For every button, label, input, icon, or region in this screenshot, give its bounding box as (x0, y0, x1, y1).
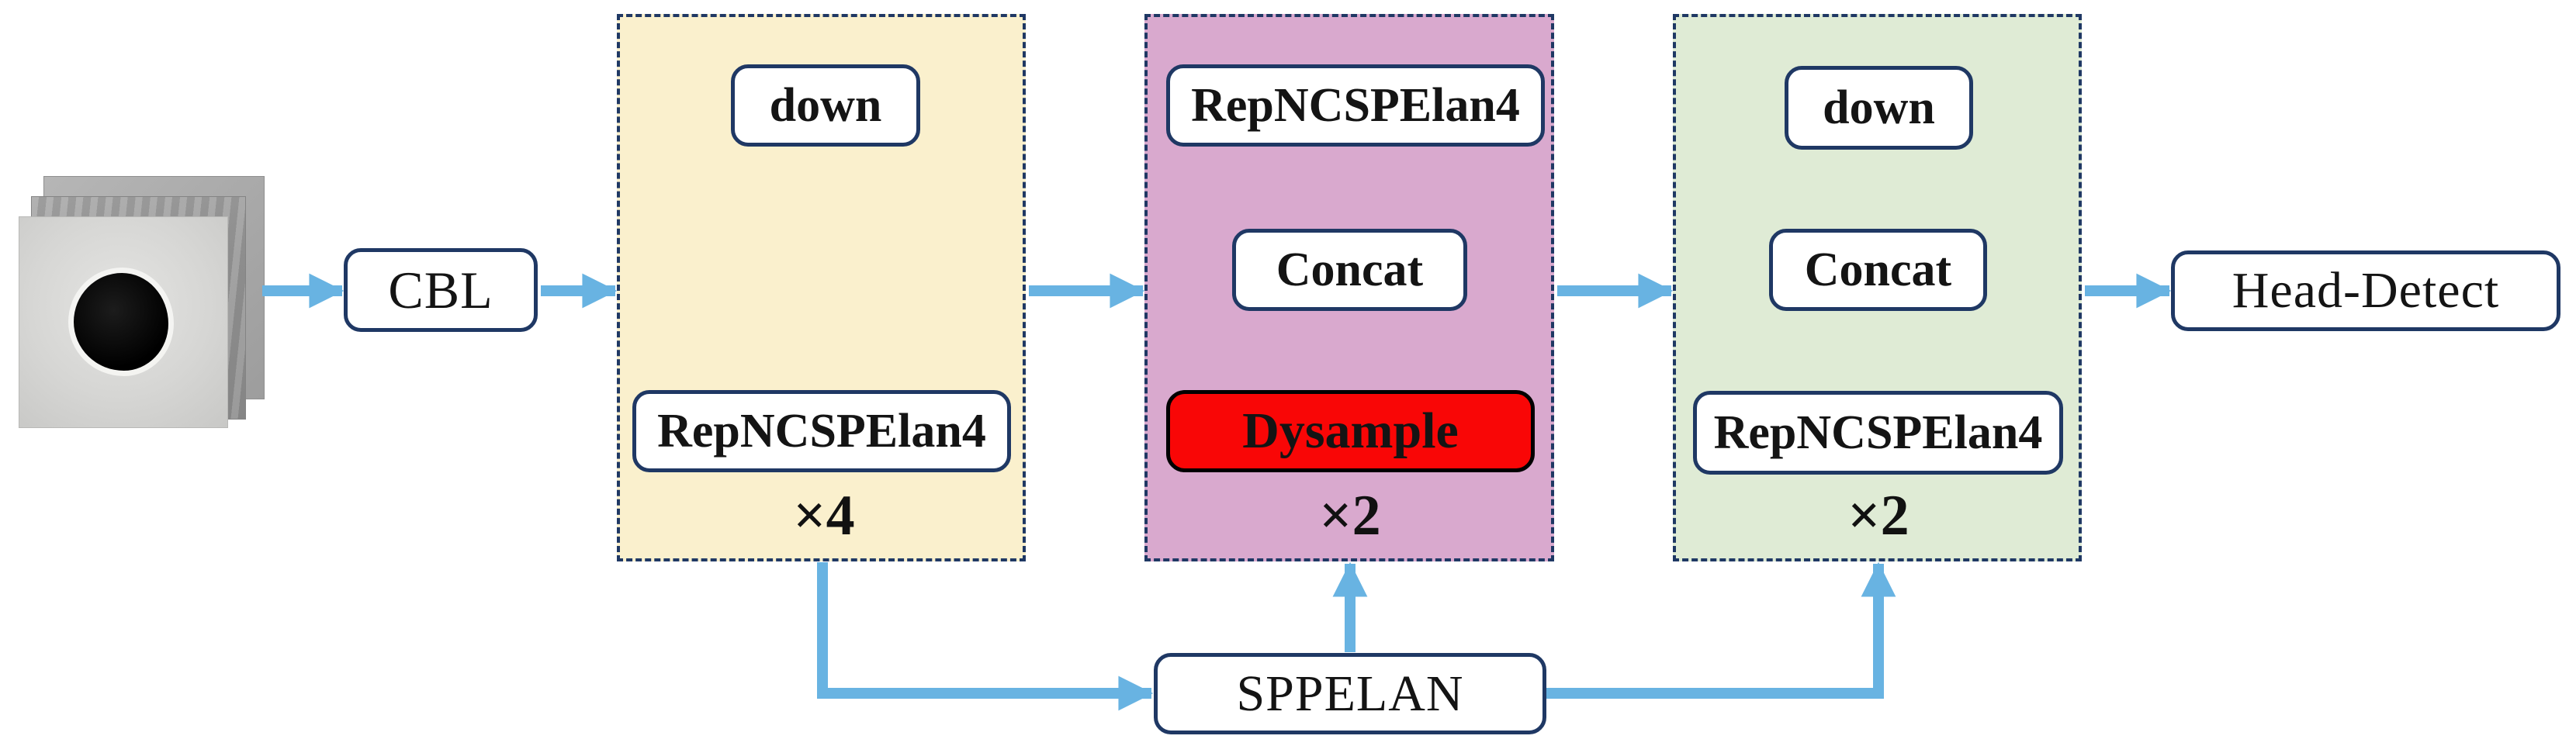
defect-blob-icon (74, 273, 168, 371)
neck-down-down-box: down (1785, 66, 1973, 150)
arrow-backbone-to-sppelan (817, 562, 1154, 711)
sppelan-box: SPPELAN (1154, 653, 1546, 734)
neck-down-repncspelan4-box: RepNCSPElan4 (1693, 391, 2063, 475)
backbone-multiplier-label: ×4 (793, 484, 855, 547)
input-image-front (19, 216, 228, 428)
backbone-repncspelan4-box: RepNCSPElan4 (632, 390, 1011, 472)
neck-down-concat-box: Concat (1769, 229, 1987, 311)
neck-up-repncspelan4-box: RepNCSPElan4 (1166, 64, 1545, 147)
dysample-box: Dysample (1166, 390, 1535, 472)
neck-down-multiplier-label: ×2 (1847, 484, 1909, 547)
backbone-down-box: down (731, 64, 920, 147)
neck-up-multiplier-label: ×2 (1319, 484, 1381, 547)
arrow-sppelan-to-neck-down (1546, 561, 1896, 699)
head-detect-box: Head-Detect (2171, 250, 2560, 331)
neck-up-concat-box: Concat (1232, 229, 1467, 311)
cbl-box: CBL (344, 248, 538, 332)
